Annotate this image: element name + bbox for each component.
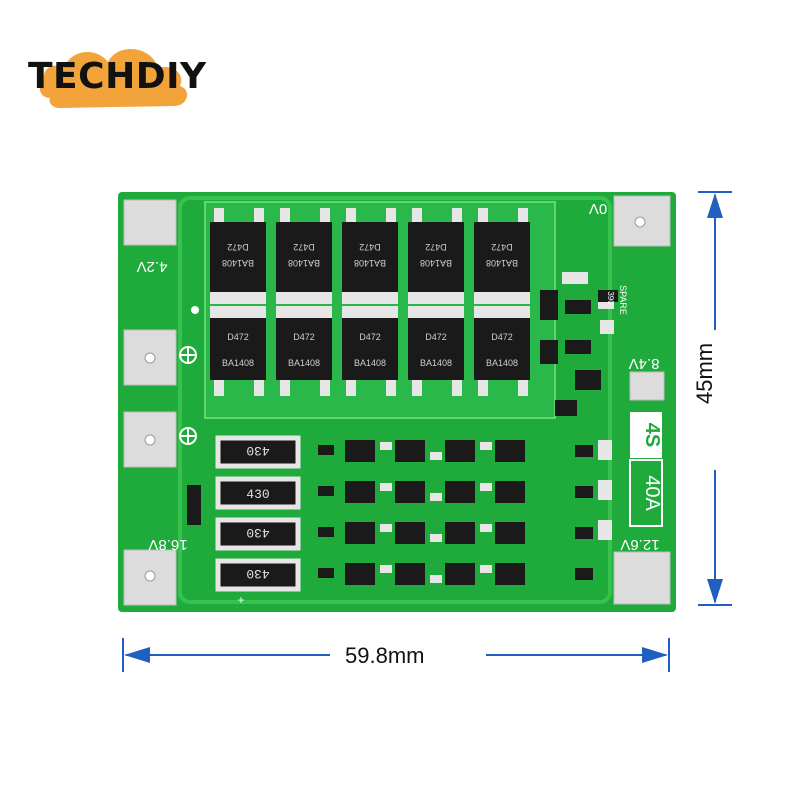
spare-resistor [598,290,618,302]
mosfet-chip-label: BA1408 [288,358,320,368]
mosfet-chip-label: BA1408 [354,258,386,268]
mosfet-chip-label: D472 [491,332,513,342]
mosfet-chip-label: D472 [227,242,249,252]
resistor-label: 430 [246,487,269,502]
via [191,306,199,314]
pcb-inner-trace [178,196,612,604]
resistor-label: 430 [246,525,269,540]
mosfet-chip-label: BA1408 [486,258,518,268]
mosfet-chip-label: D472 [359,242,381,252]
mosfet-chip-label: BA1408 [420,258,452,268]
left-pads [123,199,177,606]
mosfet-chip-label: BA1408 [354,358,386,368]
voltage-label-0v: 0V [589,200,607,217]
mosfet-top-row [210,208,530,304]
voltage-label-8-4v: 8.4V [629,355,660,372]
spec-block: 4S 40A [629,412,663,527]
resistor-label: 430 [246,443,269,458]
plus-label: + [237,593,244,607]
voltage-label-12-6v: 12.6V [620,536,659,553]
silkscreen-labels: 4.2V 0V 8.4V 12.6V 16.8V SPARE 390 + [137,200,660,607]
mosfet-chip-label: D472 [227,332,249,342]
mosfet-chip-label: D472 [293,242,315,252]
smd-components [187,290,601,585]
mosfet-chip-label: D472 [359,332,381,342]
voltage-label-4-2v: 4.2V [137,258,168,275]
mosfet-chip-label: D472 [425,242,447,252]
resistor-labels: 430 430 430 430 [246,443,269,581]
series-count-label: 4S [641,423,663,447]
mosfet-top-labels: BA1408 D472 BA1408 D472 BA1408 D472 BA1408 D… [222,242,518,268]
right-pad-hole [634,216,646,228]
mosfet-chip-label: D472 [491,242,513,252]
mosfet-chip-label: BA1408 [420,358,452,368]
mosfet-chip-label: BA1408 [486,358,518,368]
mosfet-chip-label: BA1408 [222,258,254,268]
height-dimension [698,191,732,606]
voltage-label-16-8v: 16.8V [148,536,187,553]
techdiy-logo [39,49,188,108]
mosfet-chip-label: BA1408 [222,358,254,368]
left-pad-holes [144,352,156,582]
mosfet-chip-label: D472 [293,332,315,342]
mosfet-chip-label: D472 [425,332,447,342]
mosfet-chip-label: BA1408 [288,258,320,268]
width-dimension [122,638,670,672]
logo-cloud-shape [39,49,188,108]
mosfet-bottom-row [210,306,530,396]
spare-label: SPARE [618,285,628,315]
current-rating-label: 40A [641,475,663,511]
balance-resistors [215,435,301,592]
resistor-code-label: 390 [606,291,615,305]
width-dimension-label: 59.8mm [345,643,425,668]
right-pads [613,195,671,605]
height-dimension-label: 45mm [692,342,717,404]
smd-pads [380,272,614,583]
brand-name: TECHDIY [28,56,207,97]
polarity-plus-marks [179,346,197,445]
resistor-label: 430 [246,566,269,581]
